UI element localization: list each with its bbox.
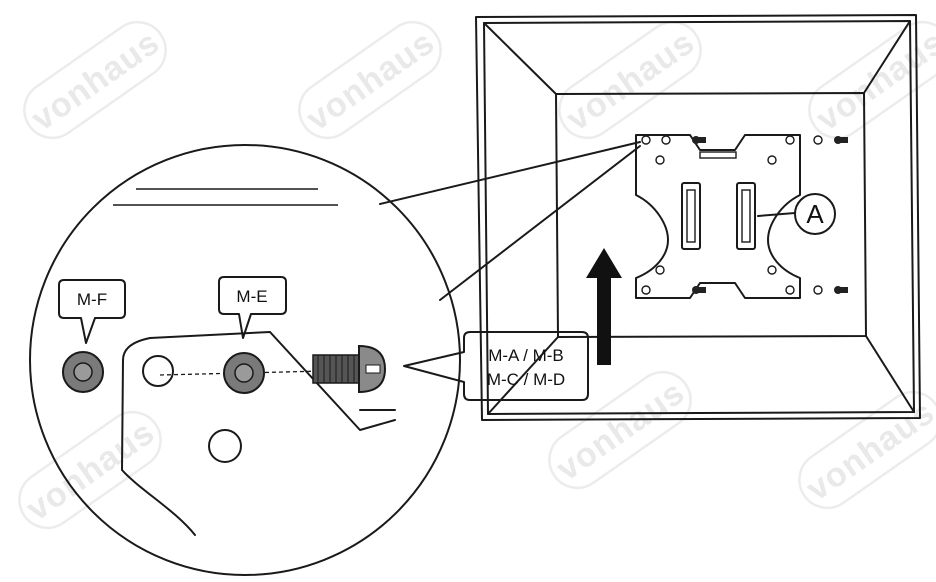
detail-circle [29,144,461,576]
plate-screws [692,135,848,295]
washer-icon [223,352,265,394]
vesa-adapter-plate [635,134,801,299]
screw-icon [692,136,706,144]
watermark: vonhaus [298,20,442,140]
washer-icon [62,351,104,393]
zoom-lines [379,141,641,301]
plate-label-a: A [757,193,836,235]
upward-arrow-icon [586,248,622,365]
watermark: vonhaus [23,20,167,140]
callout-screws: M-A / M-B M-C / M-D [403,331,589,401]
svg-text:M-F: M-F [77,290,107,309]
watermark: vonhaus [18,410,162,530]
callout-m-f: M-F [58,279,126,344]
screw-icon [834,136,848,144]
screw-icon [692,286,706,294]
screw-icon [312,344,387,394]
monitor-back [475,14,921,421]
svg-text:M-C / M-D: M-C / M-D [487,370,565,389]
watermark: vonhaus [558,20,702,140]
svg-text:M-A / M-B: M-A / M-B [488,346,564,365]
svg-text:A: A [806,199,824,229]
callout-m-e: M-E [218,276,287,339]
svg-text:M-E: M-E [236,287,267,306]
screw-icon [834,286,848,294]
